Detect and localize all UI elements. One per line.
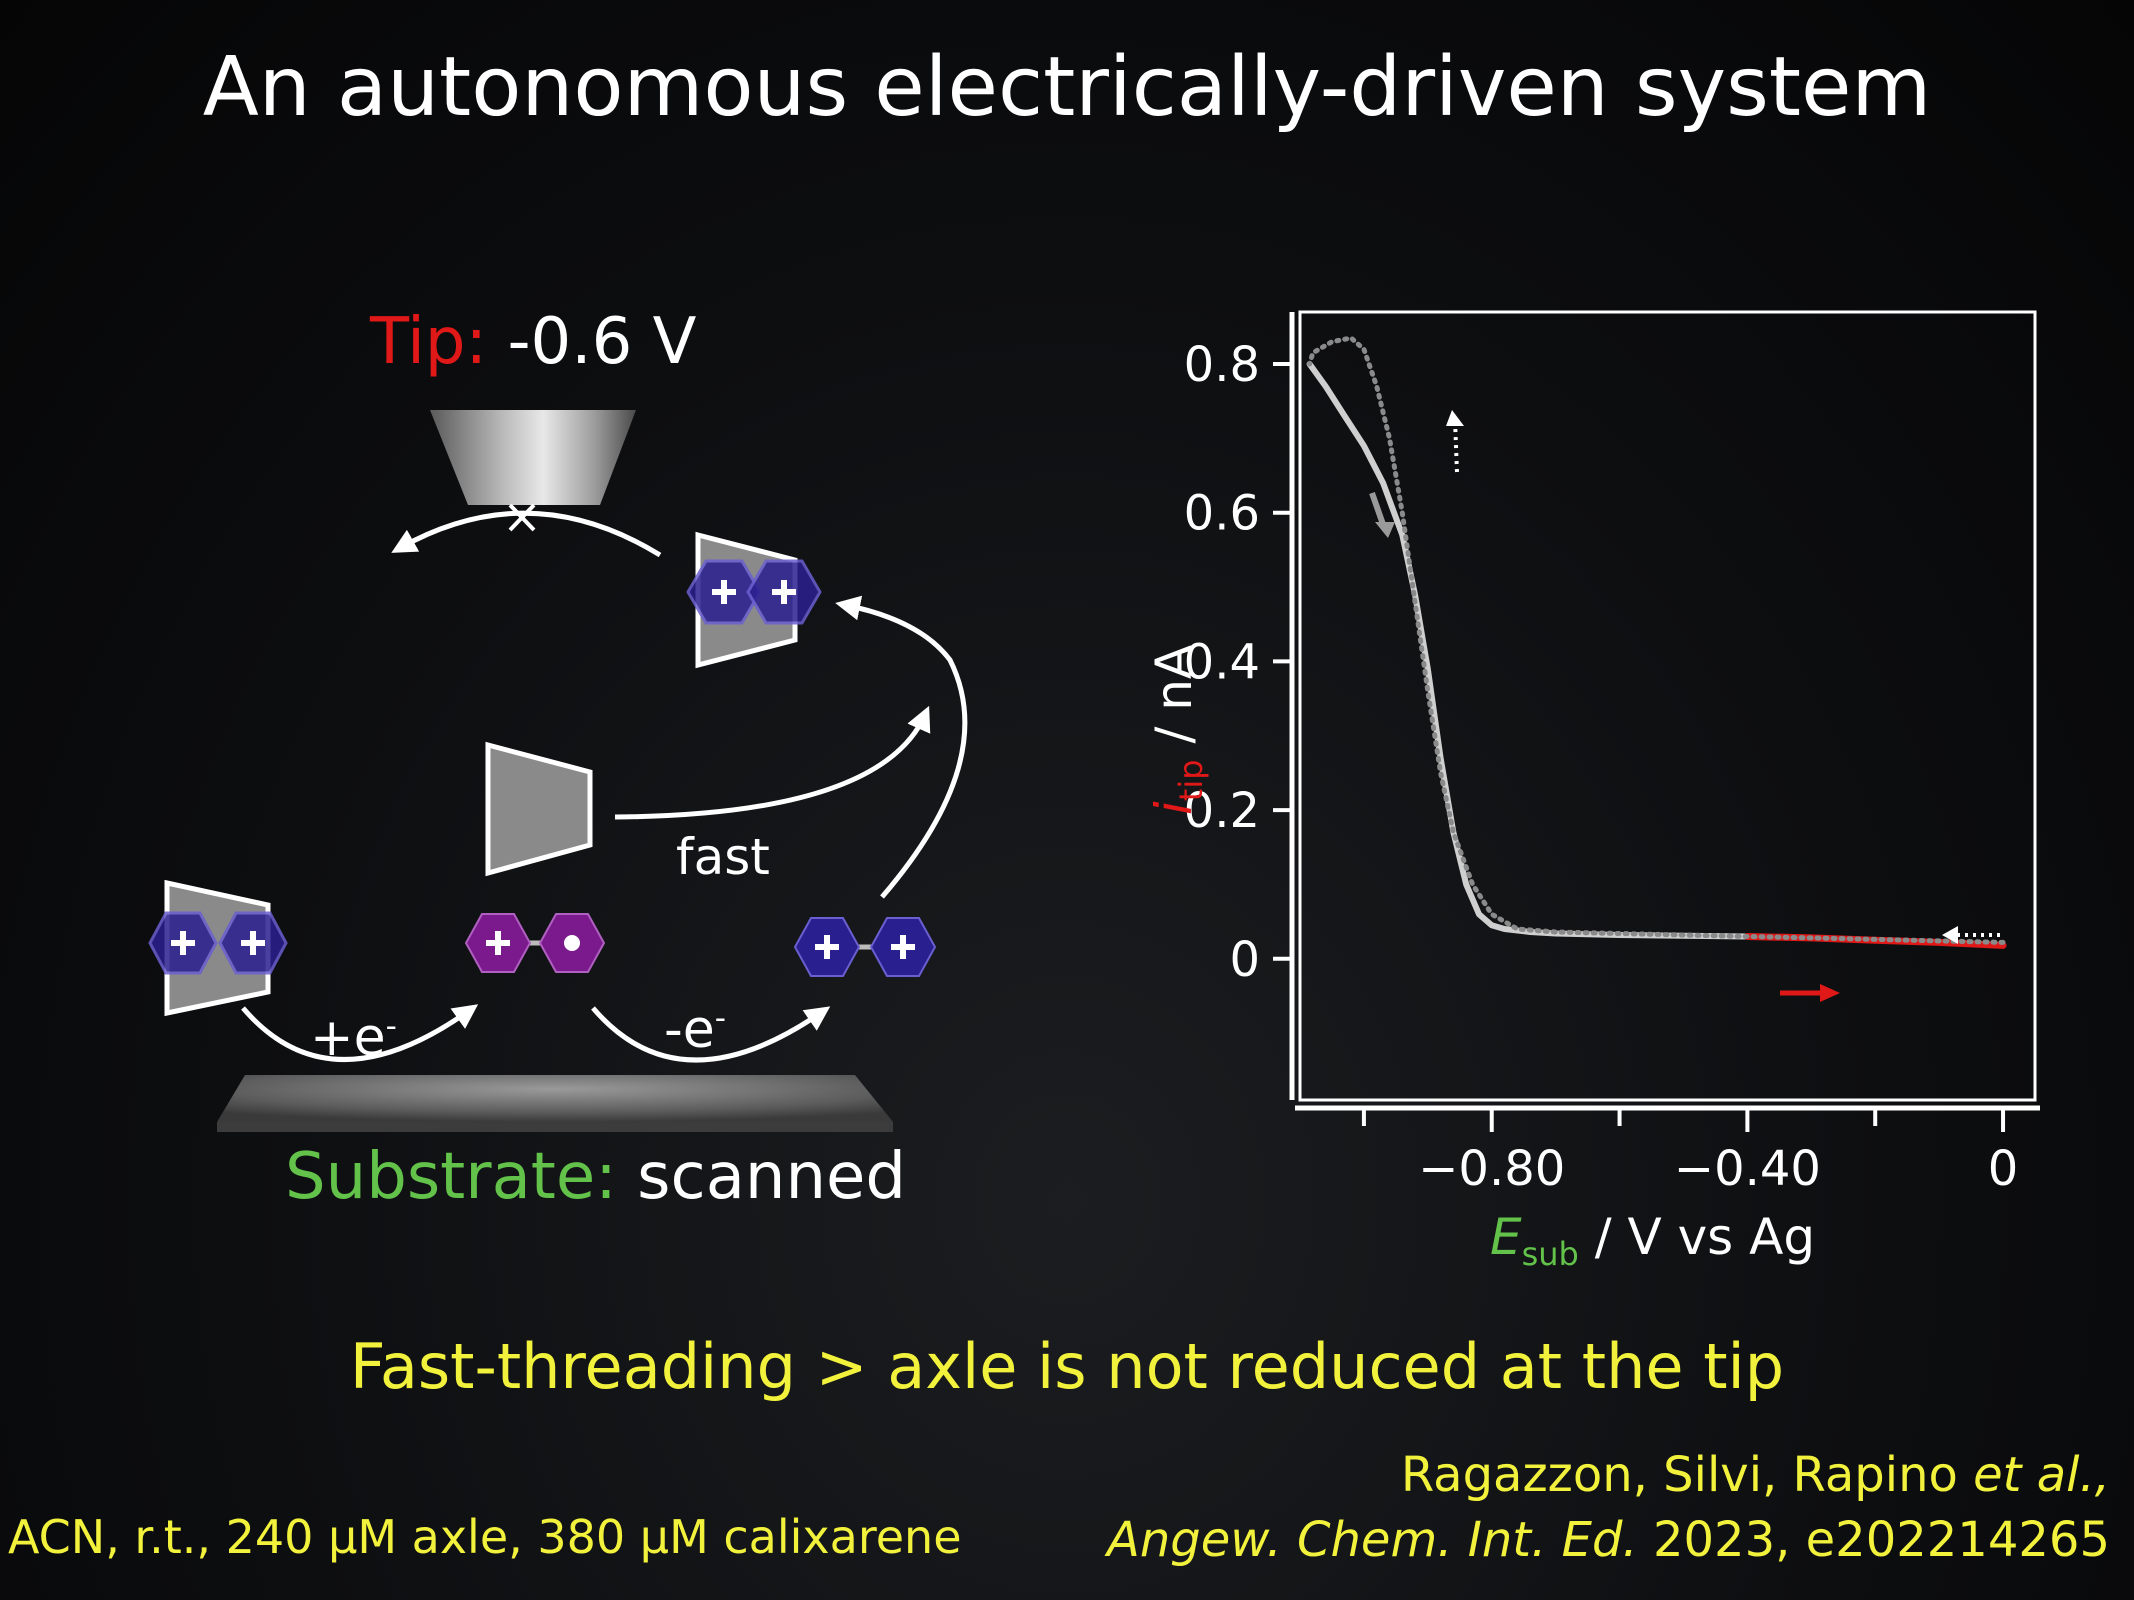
plot-frame (1298, 310, 2037, 1102)
series-solid-line (1306, 361, 1751, 940)
reduction-arrow (241, 1004, 479, 1062)
x-tick-label: −0.40 (1674, 1141, 1821, 1197)
page-title: An autonomous electrically-driven system (202, 40, 1932, 135)
substrate-electrode (217, 1075, 893, 1122)
x-tick-label: 0 (1988, 1141, 2019, 1197)
substrate-label: Substrate: scanned (285, 1140, 907, 1214)
return-scan-arrowhead (1446, 410, 1464, 426)
y-tick-label: 0.6 (1184, 486, 1260, 542)
conclusion-text: Fast-threading > axle is not reduced at … (349, 1330, 1785, 1403)
reduction-label: +e- (310, 1008, 397, 1068)
oxidation-arrow (591, 1006, 831, 1063)
x-axis-label: Esub / V vs Ag (1490, 1208, 1816, 1273)
reference-journal: Angew. Chem. Int. Ed. 2023, e202214265 (1107, 1512, 2110, 1568)
forward-scan-arrowhead (1375, 522, 1395, 538)
y-axis-label: itip / nA (1145, 644, 1210, 816)
series-dotted-line (1307, 335, 2006, 945)
oxidation-arc-arrow (835, 595, 968, 899)
y-tick-label: 0 (1229, 932, 1260, 988)
tip-arrow (391, 510, 662, 558)
reduced-axle (464, 913, 606, 973)
blocked-cross-icon (508, 503, 536, 532)
mechanism-scheme (148, 410, 968, 1132)
macrocycle-free (485, 741, 593, 877)
y-tick-label: 0.4 (1184, 634, 1260, 690)
voltammogram-chart: 0.8 0.6 0.4 0.2 0 −0.80 −0.40 0 (1184, 310, 2040, 1197)
y-tick-label: 0.8 (1184, 337, 1260, 393)
tip-electrode (430, 410, 636, 505)
oxidation-label: -e- (664, 1000, 727, 1060)
dotted-scan-arrowhead (1942, 926, 1958, 944)
x-tick-label: −0.80 (1418, 1141, 1565, 1197)
rotaxane-left (148, 879, 288, 1017)
return-scan-arrow (1453, 419, 1459, 473)
y-tick-label: 0.2 (1184, 783, 1260, 839)
red-scan-arrowhead (1820, 984, 1840, 1002)
tip-potential-label: Tip: -0.6 V (370, 305, 697, 379)
reference-authors: Ragazzon, Silvi, Rapino et al., (1400, 1447, 2110, 1503)
conditions-text: ACN, r.t., 240 μM axle, 380 μM calixaren… (8, 1510, 962, 1564)
oxidized-axle (793, 917, 937, 977)
fast-arrow (614, 705, 931, 820)
rotaxane-top (686, 531, 822, 669)
fast-label: fast (676, 828, 770, 886)
